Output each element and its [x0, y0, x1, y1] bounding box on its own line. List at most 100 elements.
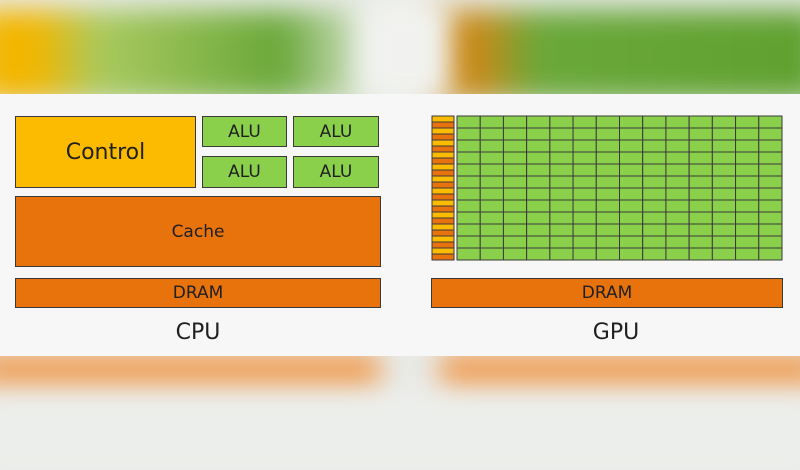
cpu-alu-label: ALU — [319, 121, 353, 142]
gpu-alu-cell — [595, 223, 621, 237]
gpu-alu-cell — [619, 211, 644, 225]
gpu-alu-cell — [758, 127, 783, 141]
gpu-alu-cell — [758, 199, 783, 213]
gpu-alu-cell — [688, 247, 713, 261]
gpu-alu-cell — [642, 199, 667, 213]
gpu-alu-cell — [711, 187, 737, 201]
gpu-alu-cell — [595, 247, 621, 261]
gpu-alu-cell — [735, 199, 760, 213]
gpu-alu-cell — [688, 223, 713, 237]
gpu-alu-cell — [456, 223, 481, 237]
gpu-alu-cell — [572, 223, 597, 237]
gpu-alu-cell — [688, 211, 713, 225]
gpu-alu-cell — [456, 235, 481, 249]
gpu-alu-cell — [758, 175, 783, 189]
gpu-alu-cell — [688, 115, 713, 129]
blurred-background-bottom-right — [440, 352, 800, 396]
gpu-dram-label: DRAM — [581, 283, 633, 303]
gpu-alu-cell — [526, 163, 551, 177]
cpu-alu-label: ALU — [228, 162, 261, 182]
gpu-alu-cell — [619, 187, 644, 201]
gpu-alu-cell — [502, 211, 528, 225]
gpu-alu-cell — [595, 151, 621, 165]
gpu-dram-block: DRAM — [431, 278, 783, 308]
gpu-alu-cell — [642, 163, 667, 177]
gpu-alu-cell — [572, 139, 597, 153]
gpu-alu-cell — [735, 247, 760, 261]
gpu-alu-cell — [619, 139, 644, 153]
gpu-alu-cell — [502, 163, 528, 177]
gpu-alu-cell — [549, 151, 574, 165]
gpu-alu-cell — [665, 187, 690, 201]
gpu-alu-cell — [502, 115, 528, 129]
gpu-alu-cell — [549, 115, 574, 129]
gpu-alu-cell — [758, 211, 783, 225]
gpu-alu-cell — [502, 151, 528, 165]
gpu-alu-cell — [502, 247, 528, 261]
gpu-alu-cell — [572, 235, 597, 249]
gpu-alu-cell — [456, 127, 481, 141]
gpu-alu-cell — [595, 199, 621, 213]
gpu-alu-cell — [572, 199, 597, 213]
gpu-alu-cell — [688, 235, 713, 249]
gpu-alu-cell — [502, 187, 528, 201]
gpu-alu-cell — [456, 151, 481, 165]
gpu-alu-cell — [711, 223, 737, 237]
gpu-alu-cell — [549, 175, 574, 189]
gpu-alu-cell — [758, 187, 783, 201]
gpu-alu-cell — [479, 223, 504, 237]
gpu-cache-cell — [431, 121, 455, 129]
gpu-alu-cell — [456, 175, 481, 189]
gpu-alu-cell — [665, 175, 690, 189]
gpu-control-cell — [431, 211, 455, 219]
gpu-alu-cell — [526, 139, 551, 153]
gpu-alu-cell — [711, 211, 737, 225]
gpu-alu-cell — [619, 223, 644, 237]
gpu-alu-cell — [549, 247, 574, 261]
gpu-alu-cell — [456, 247, 481, 261]
gpu-alu-cell — [735, 151, 760, 165]
cpu-dram-label: DRAM — [172, 283, 224, 303]
gpu-alu-cell — [456, 199, 481, 213]
gpu-alu-cell — [688, 187, 713, 201]
gpu-alu-cell — [688, 163, 713, 177]
gpu-alu-cell — [619, 115, 644, 129]
gpu-alu-cell — [456, 163, 481, 177]
gpu-alu-cell — [595, 163, 621, 177]
gpu-alu-cell — [549, 235, 574, 249]
gpu-alu-cell — [502, 223, 528, 237]
gpu-alu-cell — [642, 115, 667, 129]
gpu-alu-cell — [665, 139, 690, 153]
gpu-control-cell — [431, 127, 455, 135]
gpu-alu-cell — [619, 235, 644, 249]
gpu-alu-cell — [642, 139, 667, 153]
blurred-background-bottom-left — [0, 352, 380, 396]
gpu-alu-cell — [479, 163, 504, 177]
gpu-alu-cell — [642, 127, 667, 141]
gpu-alu-cell — [688, 139, 713, 153]
gpu-alu-cell — [665, 127, 690, 141]
gpu-control-cell — [431, 151, 455, 159]
gpu-alu-cell — [642, 151, 667, 165]
gpu-alu-cell — [688, 151, 713, 165]
gpu-alu-cell — [479, 151, 504, 165]
gpu-alu-cell — [735, 115, 760, 129]
gpu-alu-cell — [665, 235, 690, 249]
gpu-alu-cell — [526, 151, 551, 165]
gpu-alu-cell — [688, 175, 713, 189]
gpu-alu-cell — [735, 163, 760, 177]
gpu-cache-cell — [431, 217, 455, 225]
gpu-control-cell — [431, 175, 455, 183]
blurred-background-top-left — [0, 10, 380, 100]
gpu-cache-cell — [431, 205, 455, 213]
gpu-alu-cell — [665, 199, 690, 213]
cpu-cache-label: Cache — [171, 221, 225, 242]
gpu-alu-cell — [479, 247, 504, 261]
blurred-background-top-gap — [360, 0, 450, 100]
gpu-alu-cell — [595, 115, 621, 129]
gpu-alu-cell — [526, 175, 551, 189]
gpu-alu-cell — [642, 187, 667, 201]
gpu-cache-cell — [431, 241, 455, 249]
gpu-caption: GPU — [592, 320, 640, 345]
gpu-control-cell — [431, 199, 455, 207]
